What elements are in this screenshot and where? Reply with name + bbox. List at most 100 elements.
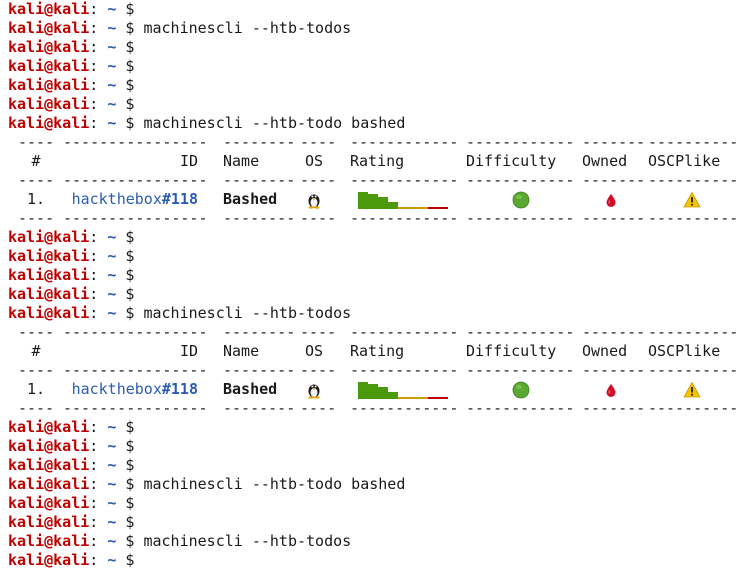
id-prefix: hackthebox [71, 190, 162, 208]
column-header-name: Name [223, 152, 260, 170]
machine-name: Bashed [223, 380, 278, 398]
rating-bar [388, 202, 398, 209]
command-text[interactable]: machinescli --htb-todos [143, 532, 352, 550]
prompt-line: kali@kali: ~ $ machinescli --htb-todo ba… [8, 475, 405, 494]
table-divider: ---- [18, 361, 55, 379]
table-divider: ---- [300, 361, 337, 379]
prompt-colon: : [89, 266, 99, 284]
machine-id-link[interactable]: hackthebox#118 [63, 190, 198, 209]
table-divider: ---------------- [63, 361, 208, 379]
prompt-user: kali@kali [8, 418, 90, 436]
table-divider: ---------- [648, 323, 739, 341]
prompt-path: ~ [107, 456, 117, 474]
prompt-symbol: $ [125, 494, 135, 512]
table-divider: ------------ [350, 209, 459, 227]
rating-bar [418, 207, 428, 209]
prompt-colon: : [89, 228, 99, 246]
table-divider: ---- [18, 209, 55, 227]
prompt-symbol: $ [125, 418, 135, 436]
prompt-symbol: $ [125, 437, 135, 455]
prompt-line: kali@kali: ~ $ [8, 551, 134, 570]
rating-bar [418, 397, 428, 399]
table-divider: ---- [300, 133, 337, 151]
table-divider: -------- [223, 361, 296, 379]
column-header-name: Name [223, 342, 260, 360]
prompt-path: ~ [107, 19, 117, 37]
command-text[interactable]: machinescli --htb-todo bashed [143, 114, 406, 132]
prompt-line: kali@kali: ~ $ machinescli --htb-todo ba… [8, 114, 405, 133]
prompt-colon: : [89, 418, 99, 436]
prompt-path: ~ [107, 114, 117, 132]
table-divider: ---- [18, 399, 55, 417]
rating-bars [358, 382, 448, 399]
prompt-line: kali@kali: ~ $ [8, 513, 134, 532]
prompt-user: kali@kali [8, 247, 90, 265]
prompt-symbol: $ [125, 551, 135, 569]
rating-bar [378, 197, 388, 209]
command-text[interactable]: machinescli --htb-todos [143, 304, 352, 322]
prompt-path: ~ [107, 551, 117, 569]
row-number: 1. [26, 380, 46, 398]
table-divider: ---------- [648, 361, 739, 379]
prompt-user: kali@kali [8, 38, 90, 56]
command-text[interactable]: machinescli --htb-todo bashed [143, 475, 406, 493]
column-header-os: OS [304, 152, 324, 170]
table-divider: ---- [300, 399, 337, 417]
prompt-user: kali@kali [8, 494, 90, 512]
column-header-difficulty: Difficulty [466, 152, 557, 170]
prompt-symbol: $ [125, 76, 135, 94]
command-text[interactable]: machinescli --htb-todos [143, 19, 352, 37]
prompt-symbol: $ [125, 114, 135, 132]
table-divider: ---------------- [63, 399, 208, 417]
table-divider: ------- [582, 171, 646, 189]
prompt-line: kali@kali: ~ $ [8, 418, 134, 437]
prompt-colon: : [89, 551, 99, 569]
table-divider: ---------- [648, 209, 739, 227]
prompt-user: kali@kali [8, 475, 90, 493]
table-divider: ---- [300, 323, 337, 341]
rating-bar [388, 392, 398, 399]
rating-bars [358, 192, 448, 209]
prompt-colon: : [89, 513, 99, 531]
id-number: 118 [170, 380, 198, 398]
column-header-id: ID [179, 152, 198, 170]
rating-bar [428, 397, 438, 399]
prompt-colon: : [89, 57, 99, 75]
prompt-path: ~ [107, 532, 117, 550]
prompt-path: ~ [107, 247, 117, 265]
prompt-line: kali@kali: ~ $ [8, 285, 134, 304]
prompt-path: ~ [107, 266, 117, 284]
column-header-rating: Rating [350, 152, 405, 170]
owned-cell [602, 381, 620, 400]
prompt-colon: : [89, 304, 99, 322]
prompt-user: kali@kali [8, 19, 90, 37]
prompt-colon: : [89, 38, 99, 56]
oscplike-cell [683, 381, 701, 400]
table-divider: ------------ [350, 133, 459, 151]
id-prefix: hackthebox [71, 380, 162, 398]
rating-bar [368, 194, 378, 209]
prompt-user: kali@kali [8, 513, 90, 531]
prompt-colon: : [89, 76, 99, 94]
table-divider: ---------------- [63, 323, 208, 341]
prompt-symbol: $ [125, 456, 135, 474]
red-drop-icon [606, 194, 616, 207]
table-divider: ------------ [350, 171, 459, 189]
table-divider: ------- [582, 209, 646, 227]
prompt-symbol: $ [125, 19, 135, 37]
warning-icon [683, 382, 701, 398]
linux-penguin-icon [308, 194, 320, 209]
column-header-id: ID [179, 342, 198, 360]
prompt-path: ~ [107, 513, 117, 531]
prompt-user: kali@kali [8, 76, 90, 94]
prompt-line: kali@kali: ~ $ [8, 456, 134, 475]
machine-id-link[interactable]: hackthebox#118 [63, 380, 198, 399]
prompt-colon: : [89, 437, 99, 455]
prompt-colon: : [89, 285, 99, 303]
prompt-path: ~ [107, 76, 117, 94]
table-divider: ---------- [648, 399, 739, 417]
prompt-path: ~ [107, 437, 117, 455]
table-divider: ------- [582, 323, 646, 341]
prompt-path: ~ [107, 494, 117, 512]
